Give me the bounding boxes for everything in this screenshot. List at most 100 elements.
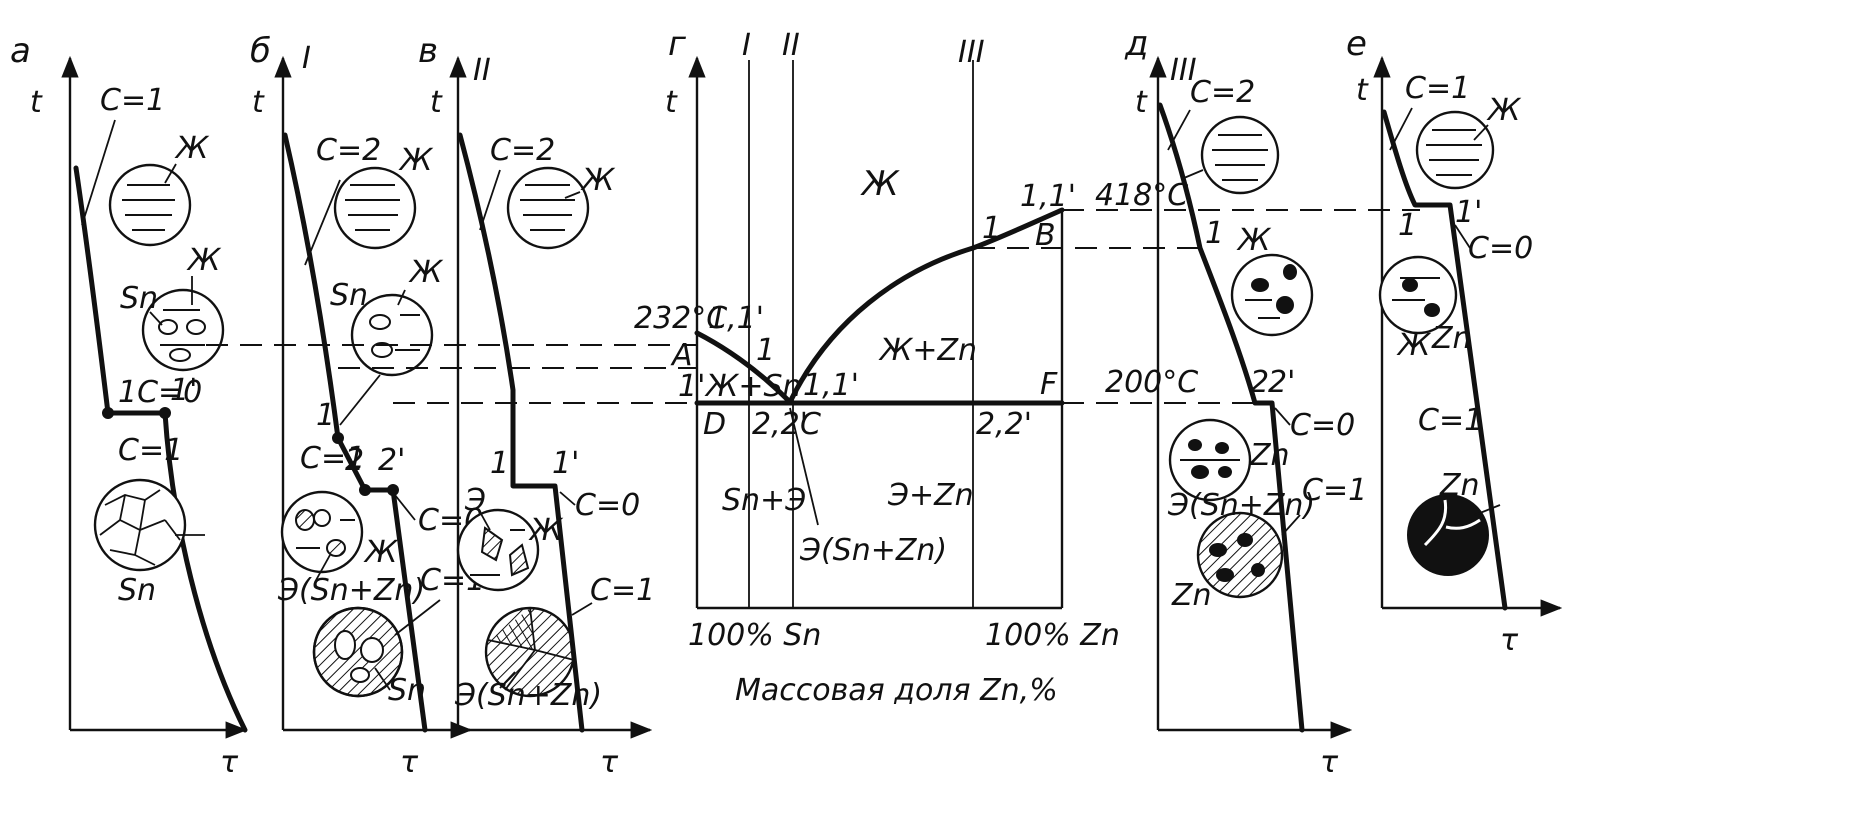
panel-g-alloy-III: III: [958, 35, 985, 70]
panel-v-t-label: t: [430, 85, 443, 120]
panel-b-eutectic-label: Э(Sn+Zn): [277, 573, 425, 608]
panel-b-c2: C=2: [316, 133, 381, 168]
panel-d-p1: 1: [1205, 216, 1224, 251]
panel-v-c1: C=1: [590, 573, 655, 608]
panel-v: в II t τ C=2 Ж 1 1' C=0 Э Ж C=1 Э(Sn+Zn): [418, 31, 655, 780]
panel-g-B: B: [1035, 218, 1056, 253]
panel-g-sn-e: Sn+Э: [722, 483, 806, 518]
panel-g-e-zn: Э+Zn: [887, 478, 974, 513]
panel-a-liquid2-label: Ж: [186, 243, 222, 278]
panel-b-sn2-label: Sn: [388, 673, 426, 708]
panel-v-tau-label: τ: [600, 745, 619, 780]
panel-d-liquid-circle: [1200, 115, 1280, 195]
panel-e-tau-label: τ: [1500, 623, 1519, 658]
panel-a-sn-crystal: [158, 319, 178, 335]
panel-g-temp232: 232°C: [634, 301, 727, 336]
panel-a-c1-bottom: C=1: [118, 433, 183, 468]
panel-g-F: F: [1040, 367, 1058, 402]
panel-e-t-label: t: [1356, 73, 1369, 108]
panel-a-letter: а: [10, 31, 31, 71]
panel-v-liquid2-label: Ж: [528, 513, 564, 548]
panel-g-p1-right: 1: [982, 211, 1001, 246]
panel-e-p1: 1: [1398, 208, 1417, 243]
panel-d-c2: C=2: [1190, 75, 1255, 110]
panel-g-p1p-left: 1': [678, 369, 705, 404]
panel-g-letter: г: [668, 24, 687, 64]
panel-g-100zn: 100% Zn: [985, 618, 1120, 653]
panel-b-p2p: 2': [378, 443, 405, 478]
panel-v-e-label: Э: [464, 483, 486, 518]
panel-g-phase-diagram: г I II III t Ж 1,1' 1 B 232°C 1,1' A 1 1…: [634, 24, 1120, 708]
panel-a-liquid-dashes: [122, 184, 175, 231]
panel-g-p1-left: 1: [756, 333, 775, 368]
panel-d: д III t τ 418°C 200°C C=2 1 Ж 2 2' C=0 Z…: [1095, 24, 1367, 780]
panel-a-c1-top: C=1: [100, 83, 165, 118]
panel-e-cooling-curve: [1381, 109, 1508, 611]
panel-g-A: A: [670, 338, 693, 373]
panel-d-temp418: 418°C: [1095, 178, 1188, 213]
panel-g-p11-C: 1,1': [803, 368, 859, 403]
panel-d-tau-label: τ: [1320, 745, 1339, 780]
panel-g-eutectic: Э(Sn+Zn): [799, 533, 947, 568]
panel-v-eutectic-label: Э(Sn+Zn): [454, 678, 602, 713]
panel-g-liquid: Ж: [860, 164, 900, 204]
panel-g-C: C: [800, 407, 821, 442]
panel-d-cooling-curve: [1157, 102, 1305, 733]
panel-a-point-label: 1C=0: [118, 375, 202, 410]
panel-e-p1p: 1': [1455, 195, 1482, 230]
panel-a-grain-boundaries: [99, 489, 181, 566]
panel-e: е t τ C=1 Ж 1 1' C=0 Ж Zn C=1 Zn: [1346, 24, 1563, 658]
panel-v-c0: C=0: [575, 488, 640, 523]
panel-v-cooling-curve: [457, 132, 585, 733]
panel-g-p22-right: 2,2': [976, 407, 1032, 442]
panel-g-p11-left: 1,1': [708, 301, 764, 336]
panel-b-letter: б: [250, 31, 271, 71]
panel-b-liquid-circle: [333, 166, 417, 250]
panel-g-100sn: 100% Sn: [688, 618, 821, 653]
panel-e-liquid-label: Ж: [1486, 93, 1522, 128]
panel-b-liquid2-label: Ж: [408, 255, 444, 290]
panel-b-liquid3-label: Ж: [363, 535, 399, 570]
panel-a-point-1p: [159, 407, 171, 419]
panel-d-alloy: III: [1170, 53, 1197, 88]
panel-a-sn-label: Sn: [120, 281, 158, 316]
panel-v-alloy: II: [473, 53, 491, 88]
panel-e-c1b: C=1: [1418, 403, 1483, 438]
panel-b: б I t τ C=2 Ж Sn Ж 1 C=1 2 2' C=0: [250, 31, 485, 780]
panel-b-t-label: t: [252, 85, 265, 120]
panel-b-p1: 1: [316, 398, 335, 433]
panel-e-zn2: Zn: [1439, 468, 1480, 503]
panel-g-xlabel: Массовая доля Zn,%: [735, 673, 1058, 708]
panel-g-t-label: t: [665, 85, 678, 120]
panel-e-c1: C=1: [1405, 71, 1470, 106]
panel-v-letter: в: [418, 31, 438, 71]
panel-e-liquid-circle: [1415, 110, 1495, 190]
panel-e-zn1: Zn: [1431, 321, 1472, 356]
panel-d-zn2: Zn: [1171, 578, 1212, 613]
panel-g-alloy-I: I: [742, 28, 751, 63]
panel-g-liquid-sn: Ж+Sn: [704, 369, 802, 404]
panel-a-sn2-label: Sn: [118, 573, 156, 608]
panel-d-p2p: 2': [1268, 365, 1295, 400]
panel-d-letter: д: [1124, 24, 1149, 64]
panel-v-p1: 1: [490, 446, 509, 481]
panel-b-eutectic-forming-circle: [280, 490, 364, 574]
panel-e-c0: C=0: [1468, 231, 1533, 266]
panel-b-p2: 2: [345, 443, 364, 478]
panel-d-liquid-label: Ж: [1236, 223, 1272, 258]
panel-d-zn1: Zn: [1249, 438, 1290, 473]
panel-b-sn-label: Sn: [330, 278, 368, 313]
panel-a: а t τ C=1 Ж Ж Sn 1C=0 1' C=1 Sn: [10, 31, 248, 780]
panel-d-t-label: t: [1135, 85, 1148, 120]
panel-g-p22-left: 2,2': [752, 407, 808, 442]
panel-d-c1: C=1: [1302, 473, 1367, 508]
panel-g-p11-right: 1,1': [1020, 179, 1076, 214]
panel-a-liquid-label: Ж: [174, 131, 210, 166]
panel-g-liquidus-left: [694, 330, 793, 405]
panel-b-liquid-label: Ж: [398, 143, 434, 178]
panel-d-primary-zn-circle: [1230, 253, 1314, 337]
panel-d-p2: 2: [1250, 365, 1269, 400]
panel-b-alloy: I: [302, 41, 311, 76]
panel-b-c1: C=1: [300, 441, 365, 476]
